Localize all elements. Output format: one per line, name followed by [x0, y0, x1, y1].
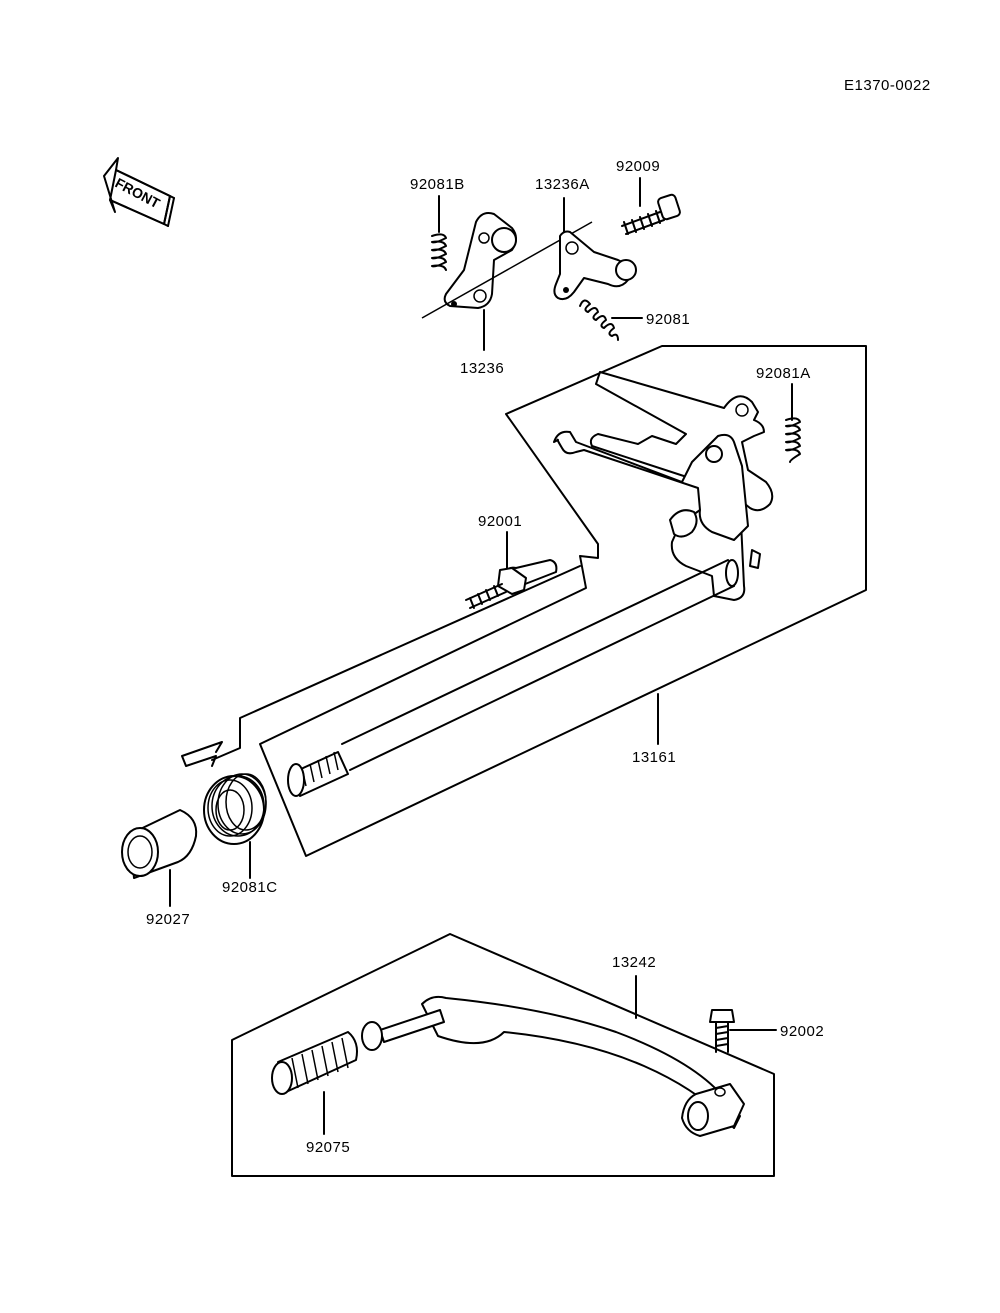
pedal-rubber-92075	[271, 1031, 358, 1135]
part-label-92081b: 92081B	[410, 176, 465, 193]
stud-92001	[465, 531, 558, 609]
part-label-92009: 92009	[616, 158, 661, 175]
part-label-92081: 92081	[646, 311, 691, 328]
bolt-92002	[709, 1009, 777, 1053]
shift-mechanism-plate	[553, 371, 774, 601]
part-label-13236a: 13236A	[535, 176, 590, 193]
shift-shaft-13161	[287, 559, 739, 797]
pedal-assembly-box	[231, 933, 775, 1177]
leader-92081c-connection	[211, 565, 581, 761]
part-label-92027: 92027	[146, 911, 191, 928]
shift-arm-13236a	[553, 197, 637, 301]
part-label-13236: 13236	[460, 360, 505, 377]
part-label-92081a: 92081A	[756, 365, 811, 382]
part-label-13242: 13242	[612, 954, 657, 971]
shift-pedal-13242	[361, 975, 745, 1137]
shaft-assembly-box	[259, 345, 867, 857]
bolt-92009	[621, 177, 681, 235]
diagram-code: E1370-0022	[844, 77, 931, 94]
part-label-92002: 92002	[780, 1023, 825, 1040]
spring-92081b	[431, 195, 447, 271]
part-label-13161: 13161	[632, 749, 677, 766]
part-label-92075: 92075	[306, 1139, 351, 1156]
spring-92081	[579, 299, 643, 341]
part-label-92081c: 92081C	[222, 879, 278, 896]
front-arrow-icon: FRONT	[103, 157, 175, 227]
return-spring-92081c	[181, 741, 267, 879]
spring-92081a	[785, 383, 801, 463]
part-label-92001: 92001	[478, 513, 523, 530]
collar-92027	[121, 809, 198, 907]
